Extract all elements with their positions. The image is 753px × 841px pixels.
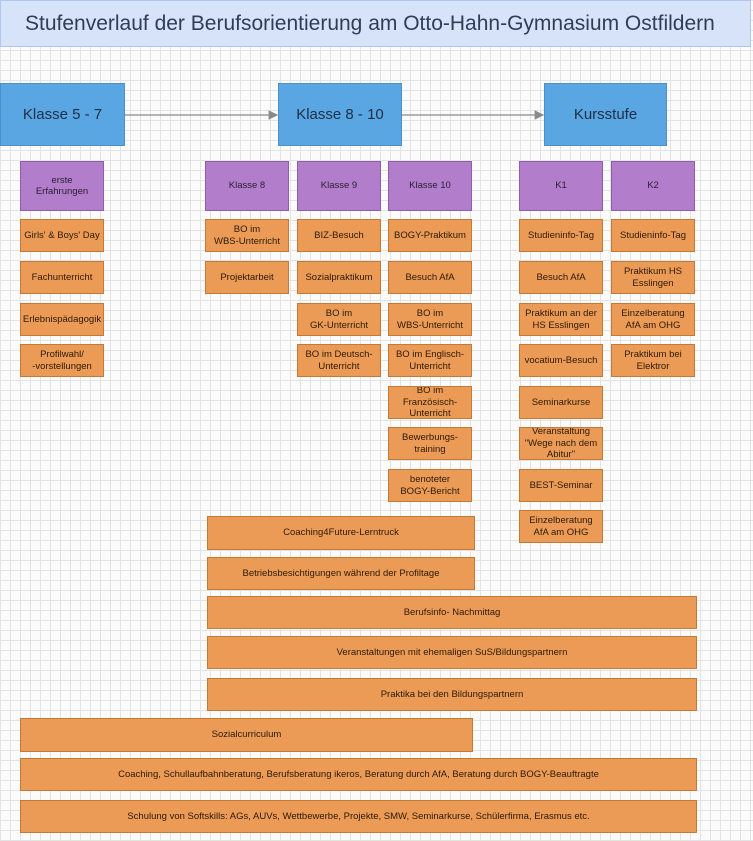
item-k2[interactable]: Studieninfo-Tag [611,219,695,252]
bar-coaching4future[interactable]: Coaching4Future-Lerntruck [207,516,475,550]
item-k1[interactable]: vocatium-Besuch [519,344,603,377]
bar-betriebsbesichtigungen[interactable]: Betriebsbesichtigungen während der Profi… [207,557,475,590]
item-5-7[interactable]: Girls' & Boys' Day [20,219,104,252]
item-klasse-9[interactable]: BO im Deutsch- Unterricht [297,344,381,377]
item-5-7[interactable]: Erlebnispädagogik [20,303,104,336]
grade-k1[interactable]: K1 [519,161,603,211]
item-klasse-9[interactable]: BO im GK-Unterricht [297,303,381,336]
item-klasse-10[interactable]: BO im Französisch- Unterricht [388,386,472,419]
item-klasse-10[interactable]: benoteter BOGY-Bericht [388,469,472,502]
bar-praktika-bildungspartner[interactable]: Praktika bei den Bildungspartnern [207,678,697,711]
item-k1[interactable]: Seminarkurse [519,386,603,419]
stage-klasse-8-10[interactable]: Klasse 8 - 10 [278,83,402,146]
item-klasse-10[interactable]: BOGY-Praktikum [388,219,472,252]
grade-erste-erfahrungen[interactable]: erste Erfahrungen [20,161,104,211]
item-k2[interactable]: Praktikum HS Esslingen [611,261,695,294]
item-klasse-8[interactable]: BO im WBS-Unterricht [205,219,289,252]
grade-k2[interactable]: K2 [611,161,695,211]
stage-kursstufe[interactable]: Kursstufe [544,83,667,146]
item-klasse-9[interactable]: BIZ-Besuch [297,219,381,252]
item-klasse-10[interactable]: Bewerbungs- training [388,427,472,460]
grade-klasse-9[interactable]: Klasse 9 [297,161,381,211]
item-k1[interactable]: Einzelberatung AfA am OHG [519,510,603,543]
bar-veranstaltungen-ehemalige[interactable]: Veranstaltungen mit ehemaligen SuS/Bildu… [207,636,697,669]
stage-klasse-5-7[interactable]: Klasse 5 - 7 [0,83,125,146]
item-klasse-9[interactable]: Sozialpraktikum [297,261,381,294]
grade-klasse-10[interactable]: Klasse 10 [388,161,472,211]
grade-klasse-8[interactable]: Klasse 8 [205,161,289,211]
item-k1[interactable]: Veranstaltung "Wege nach dem Abitur" [519,427,603,460]
item-k1[interactable]: Besuch AfA [519,261,603,294]
item-klasse-10[interactable]: BO im WBS-Unterricht [388,303,472,336]
item-k2[interactable]: Praktikum bei Elektror [611,344,695,377]
item-k1[interactable]: BEST-Seminar [519,469,603,502]
item-k1[interactable]: Studieninfo-Tag [519,219,603,252]
item-5-7[interactable]: Profilwahl/ -vorstellungen [20,344,104,377]
item-k1[interactable]: Praktikum an der HS Esslingen [519,303,603,336]
item-klasse-10[interactable]: BO im Englisch- Unterricht [388,344,472,377]
bar-softskills[interactable]: Schulung von Softskills: AGs, AUVs, Wett… [20,800,697,833]
bar-sozialcurriculum[interactable]: Sozialcurriculum [20,718,473,752]
item-klasse-8[interactable]: Projektarbeit [205,261,289,294]
bar-berufsinfo-nachmittag[interactable]: Berufsinfo- Nachmittag [207,596,697,629]
item-5-7[interactable]: Fachunterricht [20,261,104,294]
page-title: Stufenverlauf der Berufsorientierung am … [0,0,751,47]
item-k2[interactable]: Einzelberatung AfA am OHG [611,303,695,336]
bar-coaching-beratung[interactable]: Coaching, Schullaufbahnberatung, Berufsb… [20,758,697,791]
item-klasse-10[interactable]: Besuch AfA [388,261,472,294]
